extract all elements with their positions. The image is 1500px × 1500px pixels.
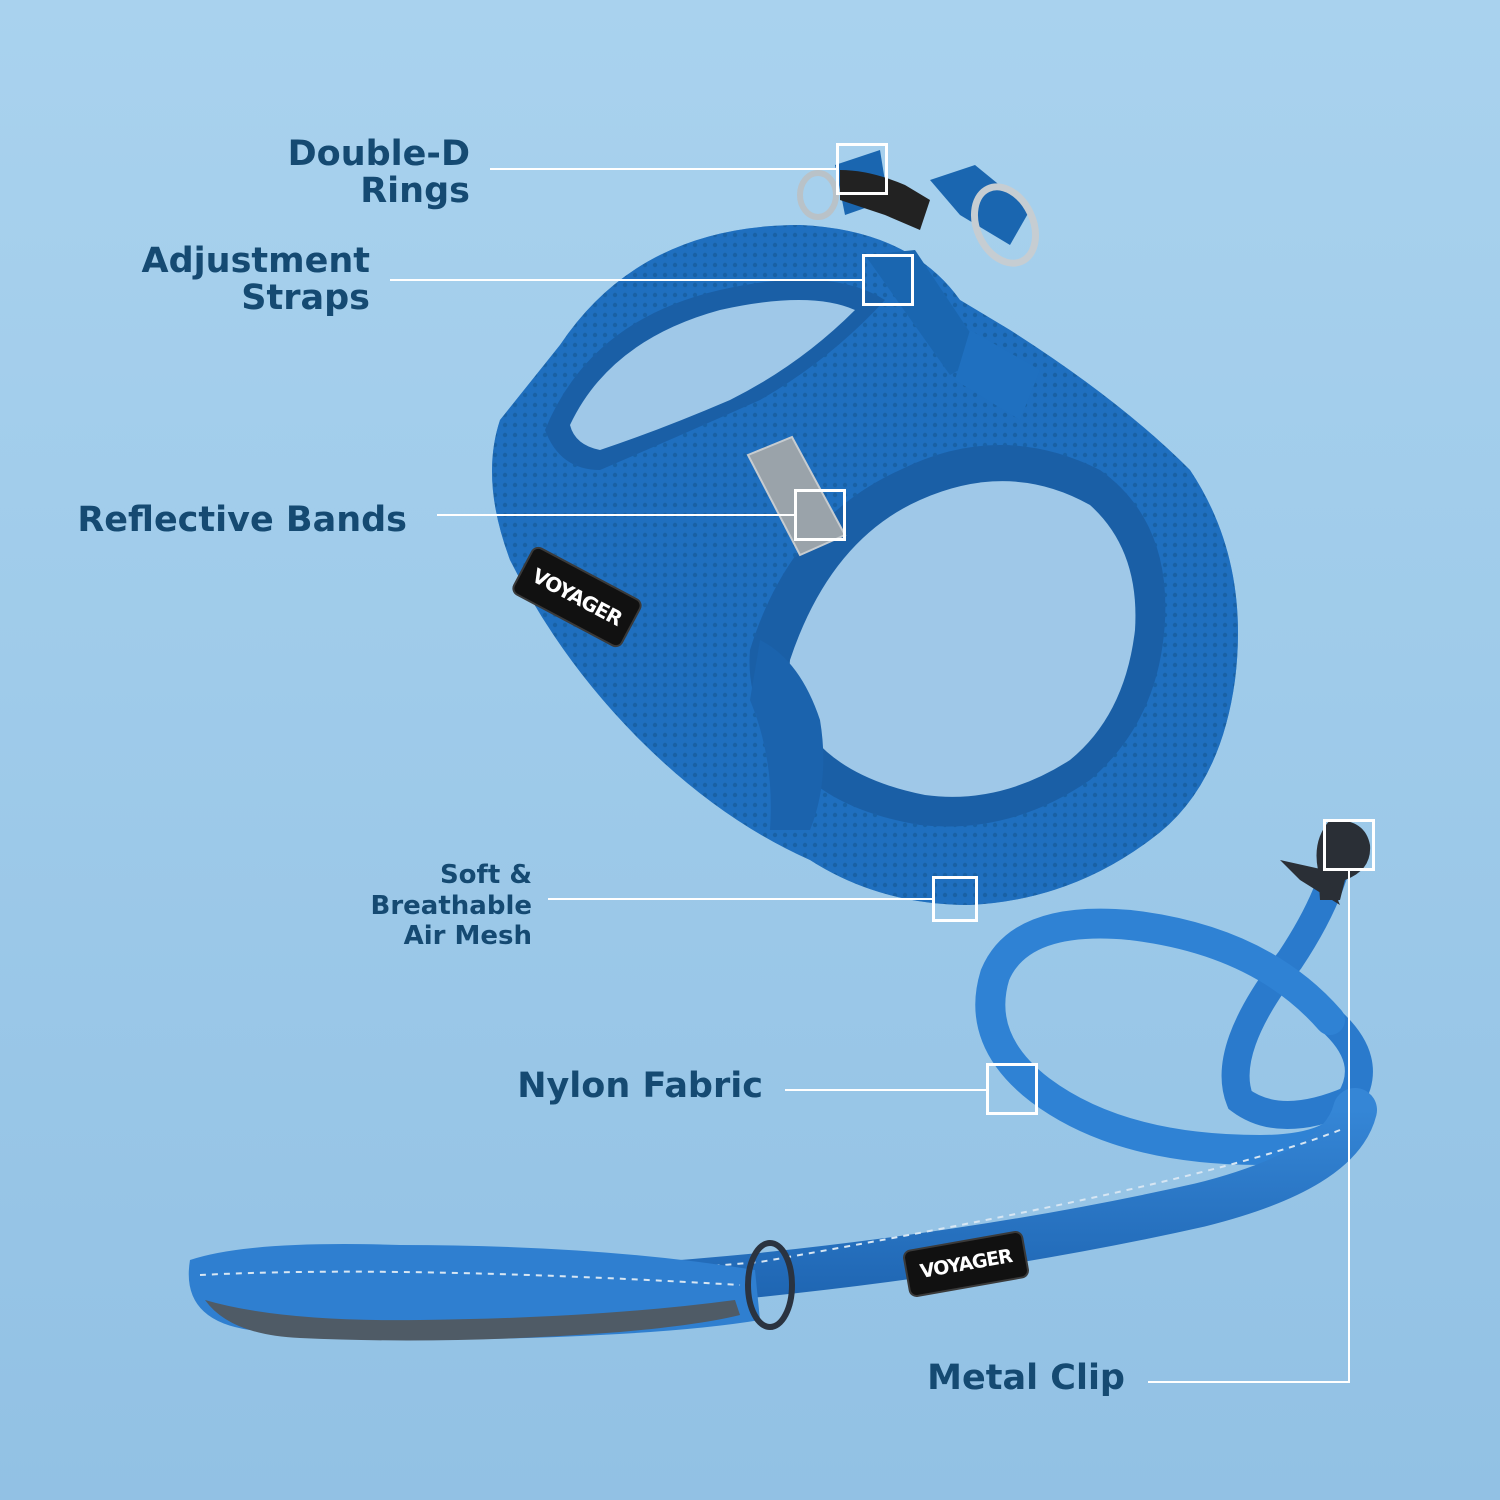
label-metal-clip: Metal Clip bbox=[927, 1360, 1125, 1397]
callout-line-reflective bbox=[437, 514, 794, 516]
ring-strap-right bbox=[930, 165, 1030, 245]
callout-line-adjustment bbox=[390, 279, 862, 281]
label-double-d-rings-line2: Rings bbox=[360, 170, 470, 211]
leash-coil-2 bbox=[975, 908, 1370, 1166]
leash-coil-1 bbox=[1221, 836, 1373, 1129]
leg-opening-hole bbox=[789, 481, 1136, 797]
double-d-rings-hardware bbox=[797, 150, 1039, 267]
label-double-d-rings-line1: Double-D bbox=[287, 134, 470, 174]
inner-strap bbox=[750, 640, 824, 830]
callout-box-nylon bbox=[986, 1063, 1038, 1115]
callout-line-double-d bbox=[490, 168, 836, 170]
label-reflective-bands-text: Reflective Bands bbox=[77, 500, 407, 540]
label-nylon-fabric-text: Nylon Fabric bbox=[517, 1066, 763, 1106]
label-mesh-line3: Air Mesh bbox=[403, 921, 532, 952]
label-adjustment-straps-line1: Adjustment bbox=[141, 241, 370, 281]
d-ring-left bbox=[797, 170, 839, 220]
handle-stitching bbox=[199, 1270, 741, 1286]
callout-box-mesh bbox=[932, 876, 978, 922]
handle-padding bbox=[205, 1300, 740, 1341]
metal-clip-hardware bbox=[1316, 819, 1371, 900]
label-mesh-line2: Breathable bbox=[370, 890, 532, 921]
label-adjustment-straps-line2: Straps bbox=[241, 277, 370, 318]
label-double-d-rings: Double-D Rings bbox=[288, 136, 470, 210]
strap-patch bbox=[955, 330, 1040, 420]
handle-ring bbox=[745, 1240, 795, 1330]
callout-line-mesh bbox=[548, 898, 932, 900]
callout-box-metal-clip bbox=[1323, 819, 1375, 871]
callout-box-double-d bbox=[836, 143, 888, 195]
clip-swivel bbox=[1280, 860, 1340, 905]
callout-line-metal-clip-vertical bbox=[1348, 870, 1350, 1383]
buckle-clip bbox=[840, 170, 930, 230]
harness-body bbox=[492, 225, 1238, 905]
label-reflective-bands: Reflective Bands bbox=[77, 502, 407, 539]
label-adjustment-straps: Adjustment Straps bbox=[142, 243, 370, 317]
callout-box-reflective bbox=[794, 489, 846, 541]
callout-line-metal-clip-horizontal bbox=[1148, 1381, 1350, 1383]
callout-line-nylon bbox=[785, 1089, 986, 1091]
label-nylon-fabric: Nylon Fabric bbox=[517, 1068, 763, 1105]
d-ring-right bbox=[971, 183, 1039, 267]
label-metal-clip-text: Metal Clip bbox=[927, 1358, 1125, 1398]
label-mesh-line1: Soft & bbox=[439, 860, 532, 890]
callout-box-adjustment bbox=[862, 254, 914, 306]
label-soft-breathable-mesh: Soft & Breathable Air Mesh bbox=[371, 860, 532, 952]
neck-opening-hole bbox=[570, 300, 855, 450]
adjustment-strap bbox=[865, 250, 985, 375]
